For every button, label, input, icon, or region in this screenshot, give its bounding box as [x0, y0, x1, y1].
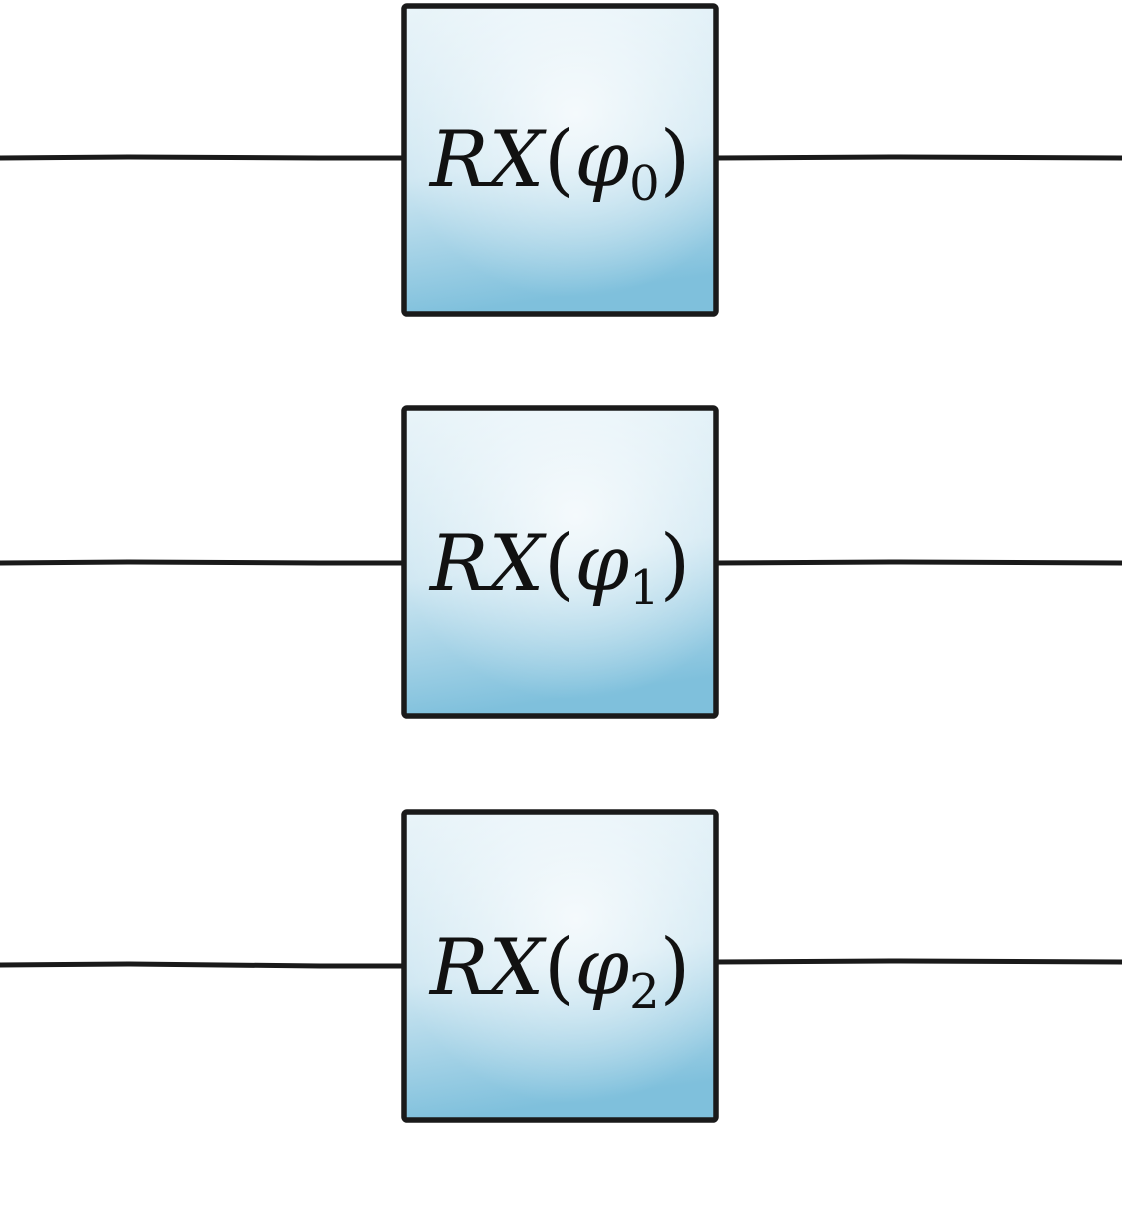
rx-gate-1: RX(φ1): [401, 405, 719, 719]
wire-0-right: [713, 154, 1122, 161]
qubit-row-1: RX(φ1): [0, 405, 1122, 719]
gate-label-0: RX(φ0): [428, 115, 690, 212]
rx-gate-0: RX(φ0): [401, 3, 719, 317]
wire-2-left: [0, 961, 407, 969]
wire-1-right: [713, 559, 1122, 566]
wire-2-right: [713, 958, 1122, 965]
gate-label-2: RX(φ2): [428, 923, 690, 1020]
qubit-row-2: RX(φ2): [0, 809, 1122, 1123]
rx-gate-2: RX(φ2): [401, 809, 719, 1123]
qubit-row-0: RX(φ0): [0, 3, 1122, 317]
wire-1-left: [0, 559, 407, 566]
wire-0-left: [0, 154, 407, 161]
gate-label-1: RX(φ1): [428, 519, 690, 616]
